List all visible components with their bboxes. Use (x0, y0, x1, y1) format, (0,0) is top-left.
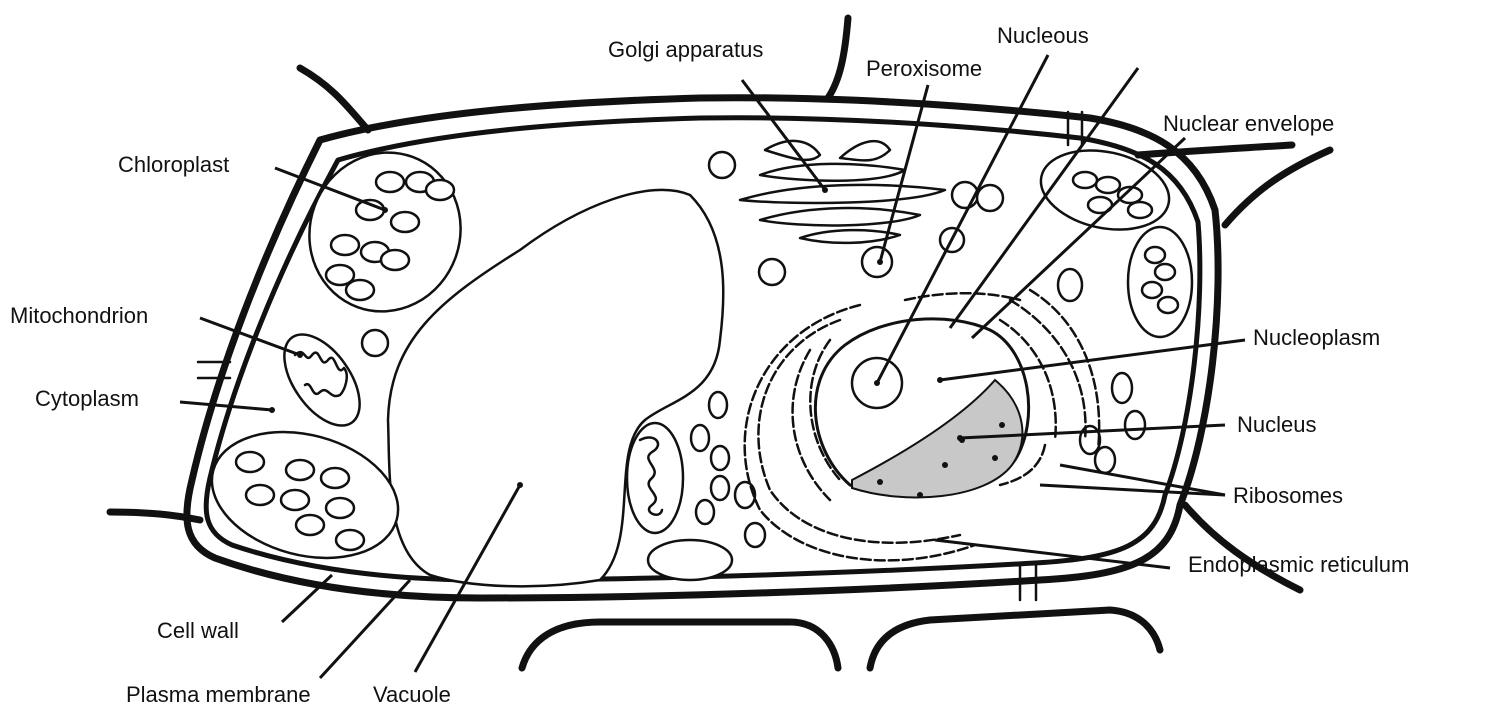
chloroplast-right (1128, 227, 1192, 337)
label-nucleus: Nucleus (1237, 412, 1316, 437)
label-mitochondrion: Mitochondrion (10, 303, 148, 328)
label-nucleous: Nucleous (997, 23, 1089, 48)
label-endoplasmic-reticulum: Endoplasmic reticulum (1188, 552, 1409, 577)
label-ribosomes: Ribosomes (1233, 483, 1343, 508)
label-plasma-membrane: Plasma membrane (126, 682, 311, 705)
label-nucleoplasm: Nucleoplasm (1253, 325, 1380, 350)
label-chloroplast: Chloroplast (118, 152, 229, 177)
label-golgi-apparatus: Golgi apparatus (608, 37, 763, 62)
chloroplast-bottom (198, 412, 413, 577)
golgi-apparatus (709, 141, 1003, 285)
label-cytoplasm: Cytoplasm (35, 386, 139, 411)
mitochondrion-left (269, 321, 375, 438)
label-peroxisome: Peroxisome (866, 56, 982, 81)
label-cell-wall: Cell wall (157, 618, 239, 643)
label-vacuole: Vacuole (373, 682, 451, 705)
label-nuclear-envelope: Nuclear envelope (1163, 111, 1334, 136)
nucleus (815, 319, 1028, 498)
mitochondrion-center (627, 423, 683, 533)
